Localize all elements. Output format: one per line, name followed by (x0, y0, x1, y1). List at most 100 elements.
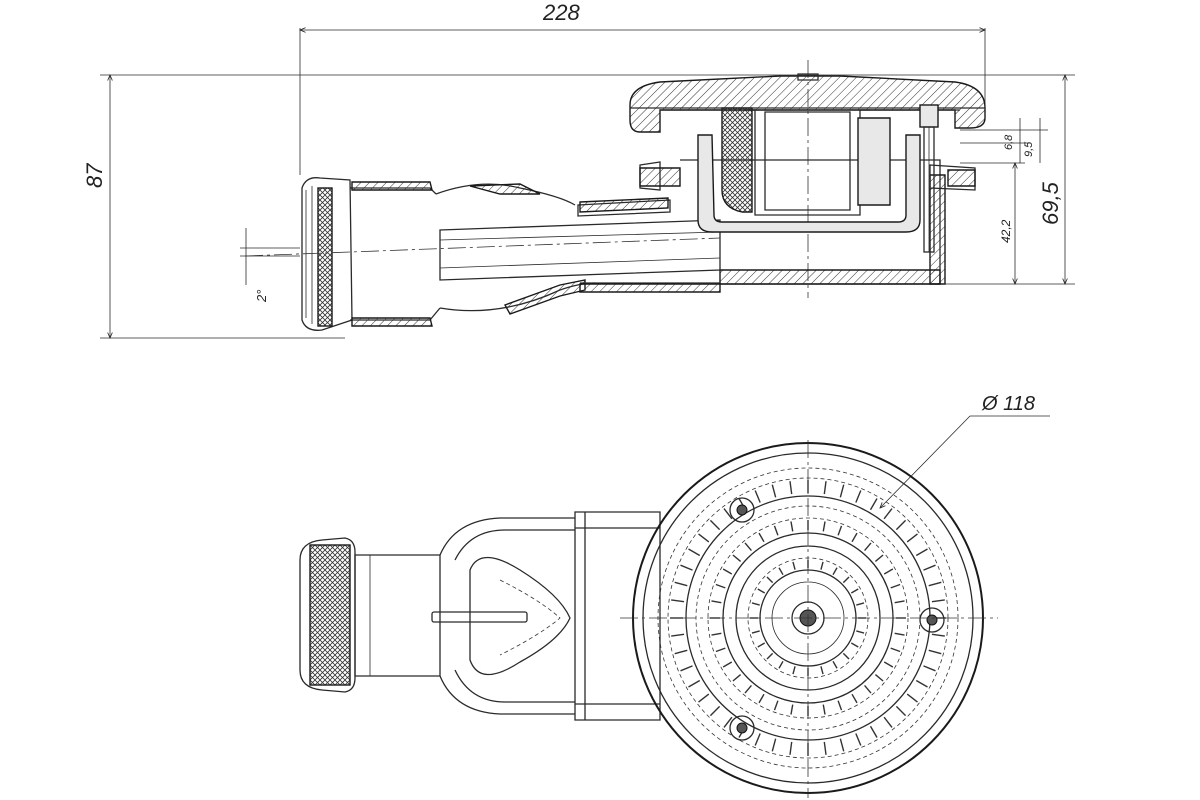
rib-line (856, 602, 865, 606)
rib-line (894, 600, 905, 604)
rib-line (757, 588, 766, 594)
rib-line (895, 705, 907, 717)
rib-line (915, 548, 928, 557)
rib-line (680, 665, 693, 672)
rib-line (864, 542, 872, 552)
rib-line (790, 521, 794, 532)
rib-line (915, 679, 928, 688)
dim-overall-length: 228 (300, 0, 985, 175)
rib-line (906, 693, 918, 703)
rib-line (674, 581, 688, 587)
outlet-nut-top (299, 537, 441, 693)
rib-line (883, 568, 894, 575)
rib-line (856, 630, 865, 634)
rib-line (722, 568, 733, 575)
dim-label-6-8: 6,8 (1003, 134, 1015, 150)
dim-diameter: Ø 118 (880, 393, 1050, 508)
rib-line (778, 660, 784, 669)
rib-line (671, 599, 685, 603)
rib-line (688, 548, 701, 557)
rib-line (773, 700, 779, 711)
rib-line (923, 564, 936, 571)
rib-line (851, 693, 858, 704)
rib-line (711, 632, 722, 636)
outlet-nut (301, 177, 353, 331)
rib-line (771, 738, 777, 752)
rib-line (723, 508, 733, 520)
rib-line (790, 704, 794, 715)
rib-line (822, 521, 826, 532)
rib-line (744, 542, 752, 552)
rib-line (869, 498, 878, 511)
rib-line (766, 652, 774, 660)
rib-line (923, 665, 936, 672)
rib-line (883, 661, 894, 668)
inner-tube (439, 197, 721, 293)
rib-line (709, 519, 721, 531)
rib-line (850, 642, 859, 648)
rib-line (837, 700, 843, 711)
trap-cup (697, 107, 921, 233)
rib-line (754, 733, 761, 746)
rib-line (869, 725, 878, 738)
drain-body (639, 159, 976, 285)
rib-line (874, 554, 884, 562)
rib-line (820, 666, 824, 675)
dim-slope: 2° (240, 228, 300, 303)
rib-line (792, 561, 796, 570)
rib-line (855, 490, 862, 503)
rib-line (894, 632, 905, 636)
rib-line (722, 661, 733, 668)
dim-body-height: 69,5 (945, 75, 1075, 284)
rib-line (754, 490, 761, 503)
rib-line (751, 630, 760, 634)
channel-body (431, 511, 661, 721)
rib-line (778, 567, 784, 576)
dim-inner-height: 42,2 (960, 163, 1025, 284)
rib-line (715, 583, 726, 589)
rib-line (758, 693, 765, 704)
dim-flange: 6,8 9,5 (960, 118, 1048, 163)
rib-line (822, 704, 826, 715)
rib-line (906, 533, 918, 543)
rib-line (715, 647, 726, 653)
rib-line (842, 652, 850, 660)
dim-label-42-2: 42,2 (999, 219, 1013, 243)
rib-line (758, 532, 765, 543)
side-view: 228 87 69,5 42,2 6,8 9 (82, 0, 1075, 338)
rib-line (823, 741, 827, 755)
rib-line (792, 666, 796, 675)
rib-line (823, 481, 827, 495)
rib-line (928, 649, 942, 655)
rib-line (850, 588, 859, 594)
rib-line (928, 581, 942, 587)
rib-line (820, 561, 824, 570)
rib-line (837, 525, 843, 536)
rib-line (698, 693, 710, 703)
fixing-screw (919, 104, 939, 253)
rib-line (671, 633, 685, 637)
rib-line (698, 533, 710, 543)
rib-line (732, 554, 742, 562)
screw-bosses (729, 497, 945, 741)
dim-label-87: 87 (82, 163, 107, 188)
rib-line (874, 674, 884, 682)
axis-centerline (244, 237, 721, 257)
top-view: Ø 118 (299, 393, 1050, 798)
rib-line (723, 716, 733, 728)
rib-line (832, 567, 838, 576)
dim-label-diameter: Ø 118 (981, 393, 1035, 415)
dim-label-69-5: 69,5 (1038, 181, 1063, 225)
rib-line (757, 642, 766, 648)
rib-line (931, 633, 945, 637)
dim-label-9-5: 9,5 (1023, 141, 1035, 157)
rib-line (839, 738, 845, 752)
rib-line (744, 684, 752, 694)
rib-line (883, 716, 893, 728)
rib-line (864, 684, 872, 694)
outlet-pipe (350, 181, 596, 327)
rib-line (766, 576, 774, 584)
rib-line (832, 660, 838, 669)
